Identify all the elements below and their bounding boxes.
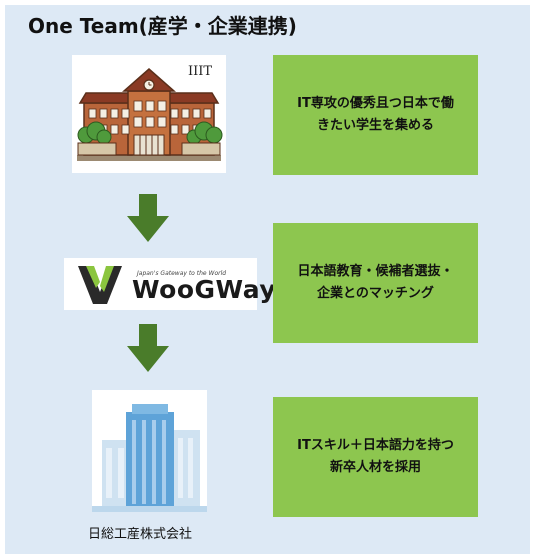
- step-box-recruit: IT専攻の優秀且つ日本で働 きたい学生を集める: [273, 55, 478, 175]
- woogway-logo-icon: [78, 266, 122, 304]
- step-box-line: ITスキル＋日本語力を持つ: [297, 438, 454, 453]
- office-building-icon: [92, 404, 207, 512]
- university-building-icon: [77, 68, 223, 161]
- university-image: [72, 55, 226, 173]
- step-box-line: 新卒人材を採用: [329, 460, 421, 475]
- step-box-education: 日本語教育・候補者選抜・ 企業とのマッチング: [273, 223, 478, 343]
- step-box-line: 企業とのマッチング: [317, 286, 434, 301]
- corporation-image: [92, 390, 207, 512]
- logo-tagline: Japan's Gateway to the World: [137, 270, 227, 277]
- step-box-line: 日本語教育・候補者選抜・: [297, 264, 454, 279]
- arrow-down-icon: [127, 194, 169, 242]
- company-logo: Japan's Gateway to the World WooGWay: [64, 258, 276, 310]
- step-box-line: きたい学生を集める: [316, 118, 434, 133]
- corporation-caption: 日総工産株式会社: [88, 527, 193, 542]
- page-title: One Team(産学・企業連携): [28, 14, 297, 38]
- step-box-hiring: ITスキル＋日本語力を持つ 新卒人材を採用: [273, 397, 478, 517]
- arrow-down-icon: [127, 324, 169, 372]
- university-label: IIIT: [188, 64, 213, 79]
- step-box-line: IT専攻の優秀且つ日本で働: [297, 96, 454, 111]
- logo-wordmark: WooGWay: [132, 275, 277, 304]
